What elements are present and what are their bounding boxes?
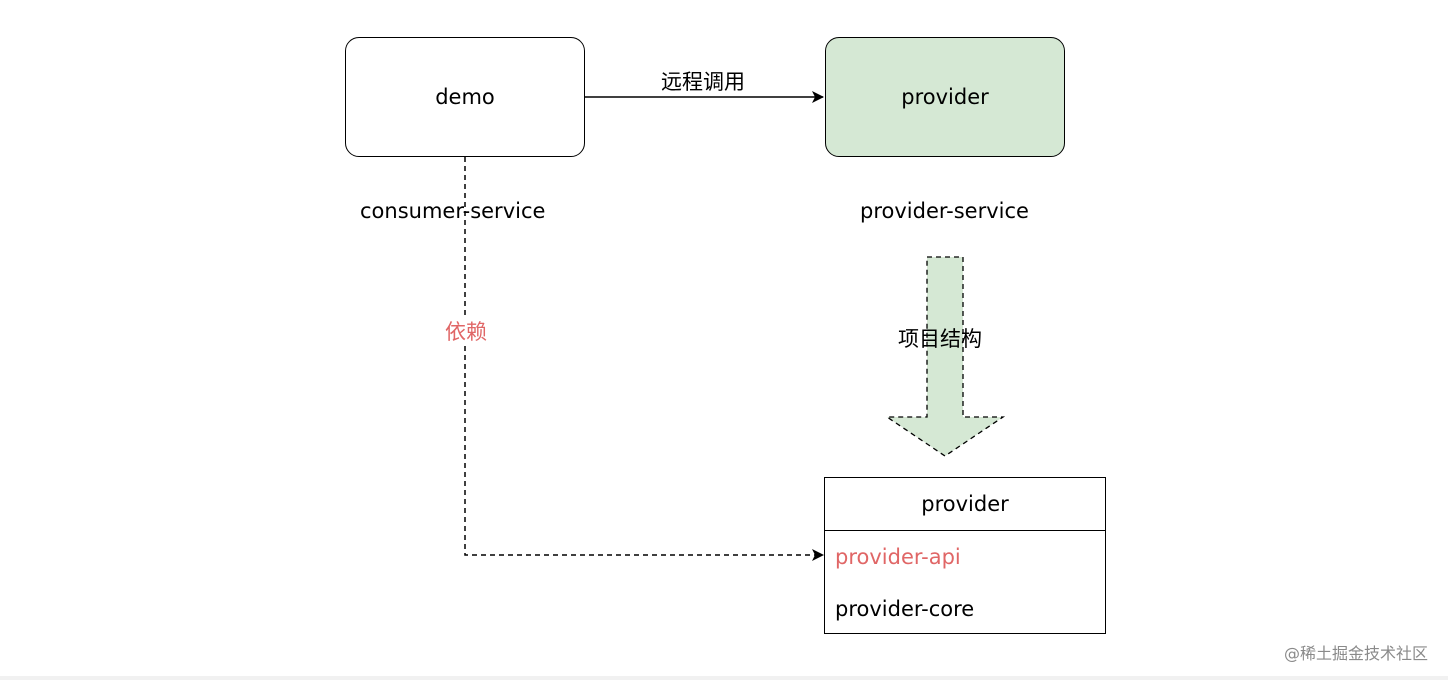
remote-call-label: 远程调用 [661,70,745,94]
bottom-divider [0,676,1448,680]
demo-node[interactable]: demo [345,37,585,157]
dependency-connector [464,157,824,561]
demo-node-label: demo [435,85,495,109]
provider-module-table: provider provider-api provider-core [824,477,1106,634]
provider-service-label: provider-service [860,199,1029,223]
module-row-provider-core[interactable]: provider-core [835,597,975,621]
module-table-title: provider [825,478,1105,531]
provider-node-label: provider [901,85,989,109]
project-structure-label: 项目结构 [898,327,982,351]
watermark: @稀土掘金技术社区 [1283,644,1428,663]
dependency-label: 依赖 [445,316,487,346]
module-row-provider-api[interactable]: provider-api [835,545,961,569]
provider-node[interactable]: provider [825,37,1065,157]
project-structure-arrow [884,256,1006,457]
consumer-service-label: consumer-service [360,199,546,223]
